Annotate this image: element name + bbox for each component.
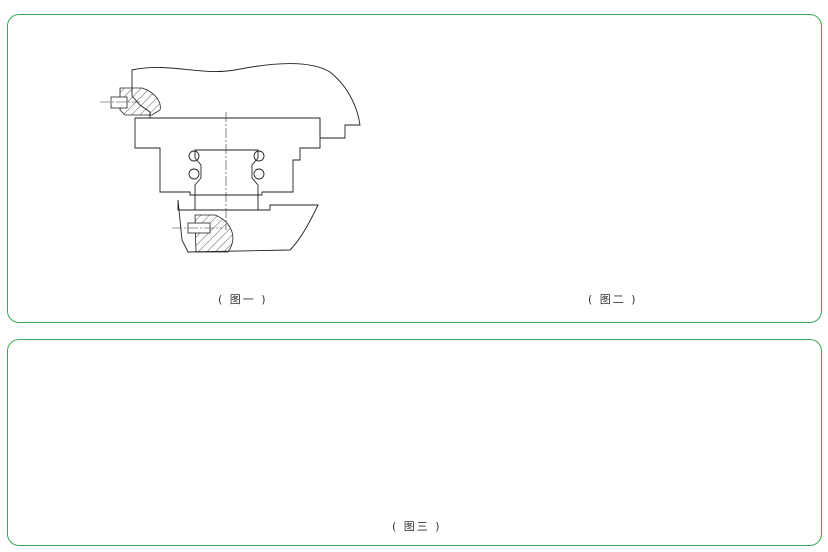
- figure-panel-top: [7, 14, 822, 323]
- figure-2-caption: ( 图二 ): [588, 293, 638, 306]
- figure-3-caption: ( 图三 ): [392, 520, 442, 533]
- figure-1-linear-guide-section: [100, 63, 361, 253]
- figure-panel-bottom: [7, 339, 822, 546]
- figure-1-caption: ( 图一 ): [218, 293, 268, 306]
